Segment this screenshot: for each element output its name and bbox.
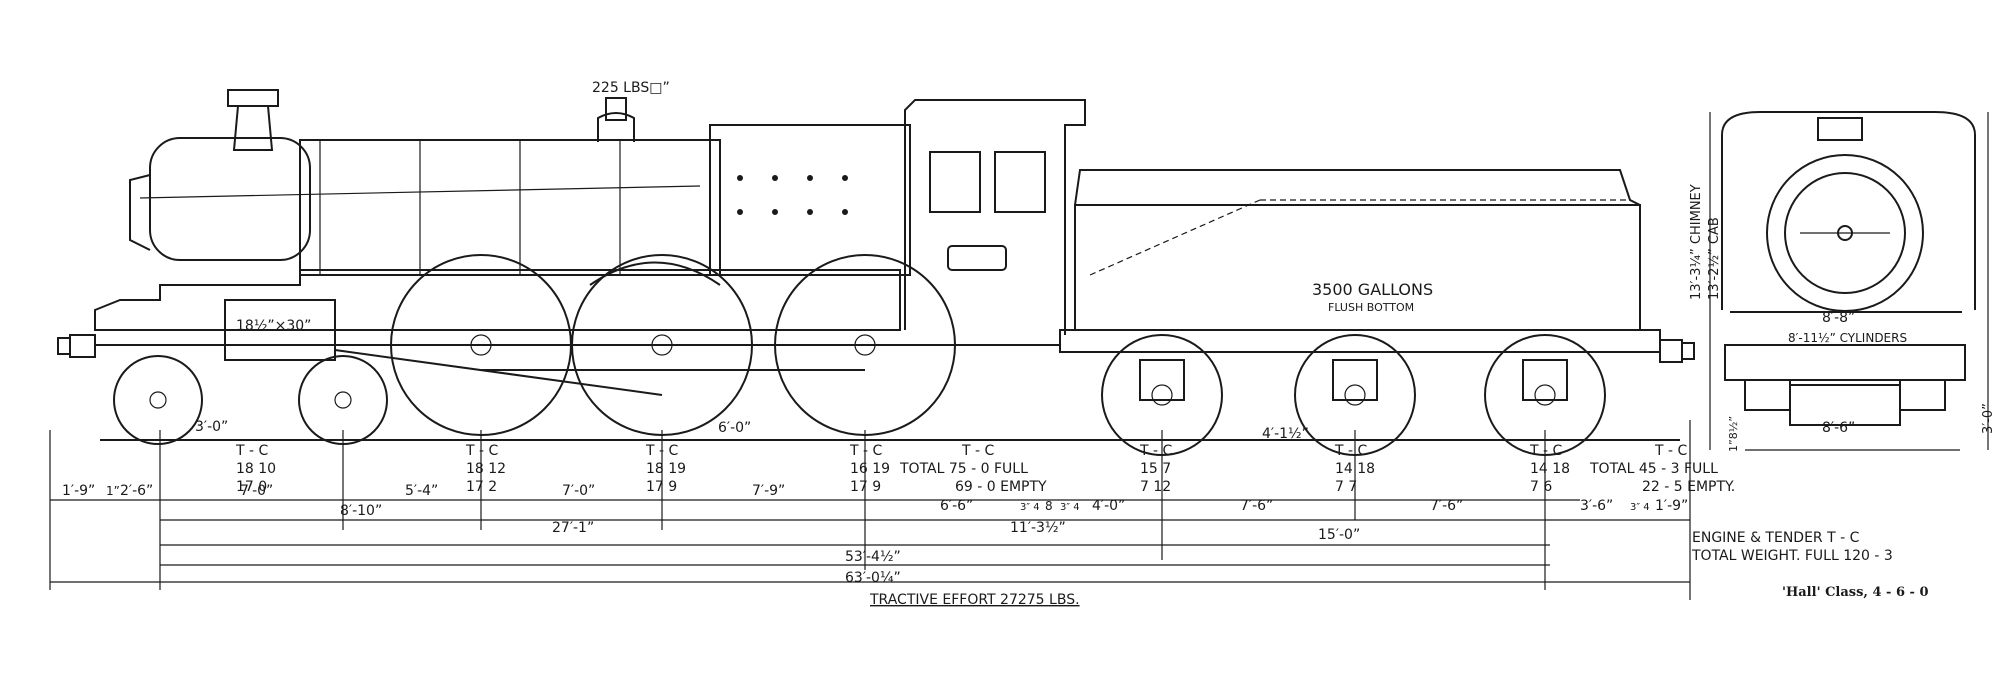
svg-text:TOTAL 45 - 3 FULL: TOTAL 45 - 3 FULL bbox=[1589, 461, 1718, 477]
svg-text:T - C: T - C bbox=[235, 443, 269, 459]
svg-text:1′-9”: 1′-9” bbox=[62, 483, 95, 499]
dimension-lines bbox=[49, 420, 1691, 600]
drawing-caption: 'Hall' Class, 4 - 6 - 0 bbox=[1782, 585, 1929, 600]
axle-load-7: T - C 14 18 7 6 bbox=[1529, 443, 1570, 495]
svg-text:15′-0”: 15′-0” bbox=[1318, 527, 1360, 543]
bogie-wheel-front bbox=[113, 355, 203, 445]
tender-total-weight: T - C TOTAL 45 - 3 FULL 22 - 5 EMPTY. bbox=[1589, 443, 1735, 495]
svg-text:8: 8 bbox=[1045, 499, 1053, 513]
safety-valve bbox=[597, 97, 635, 142]
svg-text:22 - 5 EMPTY.: 22 - 5 EMPTY. bbox=[1642, 479, 1735, 495]
firebox bbox=[709, 124, 911, 276]
engine-buffer bbox=[57, 334, 96, 358]
tender: 3500 GALLONS FLUSH BOTTOM 4′-1½” bbox=[1059, 169, 1695, 456]
svg-text:3″ 4: 3″ 4 bbox=[1020, 502, 1040, 513]
svg-text:7′-0”: 7′-0” bbox=[562, 483, 595, 499]
svg-text:TOTAL 75 - 0 FULL: TOTAL 75 - 0 FULL bbox=[899, 461, 1028, 477]
svg-text:3′-6”: 3′-6” bbox=[1580, 498, 1613, 514]
engine-tender-total-weight: TOTAL WEIGHT. FULL 120 - 3 bbox=[1691, 548, 1893, 564]
smokebox-door bbox=[1784, 172, 1906, 294]
svg-text:6′-6”: 6′-6” bbox=[940, 498, 973, 514]
svg-text:53′-4½”: 53′-4½” bbox=[845, 549, 901, 565]
svg-text:1′-9”: 1′-9” bbox=[1655, 498, 1688, 514]
axle-loads: T - C 18 10 17 0 T - C 18 12 17 2 T - C … bbox=[235, 443, 1735, 495]
svg-text:2′-6”: 2′-6” bbox=[120, 483, 153, 499]
svg-text:T - C: T - C bbox=[1334, 443, 1368, 459]
cab-height: 13′-2½” CAB bbox=[1707, 217, 1722, 300]
svg-text:T - C: T - C bbox=[1654, 443, 1688, 459]
svg-text:5′-4”: 5′-4” bbox=[405, 483, 438, 499]
front-width-top: 8′-8” bbox=[1822, 310, 1855, 326]
svg-text:16 19: 16 19 bbox=[850, 461, 890, 477]
bogie-wheel-diameter: 3′-0” bbox=[195, 419, 228, 435]
front-cylinders-width: 8′-11½” CYLINDERS bbox=[1788, 331, 1907, 345]
svg-text:63′-0¼”: 63′-0¼” bbox=[845, 570, 901, 586]
svg-text:27′-1”: 27′-1” bbox=[552, 520, 594, 536]
tender-buffer bbox=[1659, 339, 1695, 363]
connecting-rod bbox=[334, 349, 663, 396]
svg-text:8′-10”: 8′-10” bbox=[340, 503, 382, 519]
svg-text:4′-0”: 4′-0” bbox=[1092, 498, 1125, 514]
svg-text:7′-6”: 7′-6” bbox=[1430, 498, 1463, 514]
svg-text:T - C: T - C bbox=[465, 443, 499, 459]
svg-text:14 18: 14 18 bbox=[1530, 461, 1570, 477]
tank-capacity: 3500 GALLONS bbox=[1312, 280, 1433, 299]
running-plate bbox=[94, 269, 901, 331]
dimension-row-2: 8′-10” 27′-1” 11′-3½” 15′-0” bbox=[340, 503, 1360, 543]
tender-wheel-diameter: 4′-1½” bbox=[1262, 426, 1309, 442]
svg-text:18 10: 18 10 bbox=[236, 461, 276, 477]
svg-text:69 - 0 EMPTY: 69 - 0 EMPTY bbox=[955, 479, 1047, 495]
smokebox bbox=[149, 137, 311, 261]
svg-text:7 12: 7 12 bbox=[1140, 479, 1171, 495]
engine-side-view: 18½”×30” 225 LBS□” bbox=[57, 80, 1086, 361]
tank-note: FLUSH BOTTOM bbox=[1328, 301, 1414, 314]
svg-text:T - C: T - C bbox=[1139, 443, 1173, 459]
front-height-low: 1”8½” bbox=[1727, 416, 1740, 452]
svg-text:3″ 4: 3″ 4 bbox=[1630, 502, 1650, 513]
svg-text:11′-3½”: 11′-3½” bbox=[1010, 520, 1066, 536]
axle-load-2: T - C 18 12 17 2 bbox=[465, 443, 506, 495]
dimension-row-1: 1′-9” 1” 2′-6” 7′-0” 5′-4” 7′-0” 7′-9” 6… bbox=[62, 483, 1688, 514]
engine-tender-total-header: ENGINE & TENDER T - C bbox=[1692, 530, 1860, 546]
chimney bbox=[227, 89, 279, 151]
axle-load-3: T - C 18 19 17 9 bbox=[645, 443, 686, 495]
chimney-height: 13′-3¼” CHIMNEY bbox=[1689, 184, 1704, 300]
front-view: 8′-8” 8′-11½” CYLINDERS 8′-6” 13′-3¼” CH… bbox=[1689, 111, 1996, 452]
svg-text:T - C: T - C bbox=[1529, 443, 1563, 459]
front-width-bottom: 8′-6” bbox=[1822, 420, 1855, 436]
axle-load-5: T - C 15 7 7 12 bbox=[1139, 443, 1173, 495]
cylinder-size-label: 18½”×30” bbox=[236, 318, 311, 334]
coupled-wheel-diameter: 6′-0” bbox=[718, 420, 751, 436]
svg-text:T - C: T - C bbox=[961, 443, 995, 459]
engine-wheels: 3′-0” 6′-0” bbox=[113, 254, 956, 445]
front-cab-profile bbox=[1721, 111, 1976, 310]
svg-text:3″ 4: 3″ 4 bbox=[1060, 502, 1080, 513]
svg-text:18 12: 18 12 bbox=[466, 461, 506, 477]
front-height-right: 3′-0” bbox=[1981, 403, 1996, 434]
axle-load-1: T - C 18 10 17 0 bbox=[235, 443, 276, 495]
cylinder bbox=[224, 299, 336, 361]
svg-text:15 7: 15 7 bbox=[1140, 461, 1171, 477]
svg-text:7 6: 7 6 bbox=[1530, 479, 1552, 495]
tractive-effort: TRACTIVE EFFORT 27275 LBS. bbox=[869, 592, 1080, 608]
engine-total-weight: T - C TOTAL 75 - 0 FULL 69 - 0 EMPTY bbox=[899, 443, 1047, 495]
svg-text:T - C: T - C bbox=[849, 443, 883, 459]
svg-text:7′-6”: 7′-6” bbox=[1240, 498, 1273, 514]
dimension-row-3: 53′-4½” 63′-0¼” bbox=[845, 549, 901, 586]
axle-load-4: T - C 16 19 17 9 bbox=[849, 443, 890, 495]
boiler-barrel bbox=[299, 139, 721, 276]
svg-text:7′-9”: 7′-9” bbox=[752, 483, 785, 499]
svg-text:7′-0”: 7′-0” bbox=[240, 483, 273, 499]
svg-text:7 7: 7 7 bbox=[1335, 479, 1357, 495]
svg-text:18 19: 18 19 bbox=[646, 461, 686, 477]
cab bbox=[904, 99, 1086, 335]
svg-text:17 0: 17 0 bbox=[236, 479, 267, 495]
svg-text:1”: 1” bbox=[106, 484, 120, 498]
boiler-pressure-label: 225 LBS□” bbox=[592, 80, 670, 96]
